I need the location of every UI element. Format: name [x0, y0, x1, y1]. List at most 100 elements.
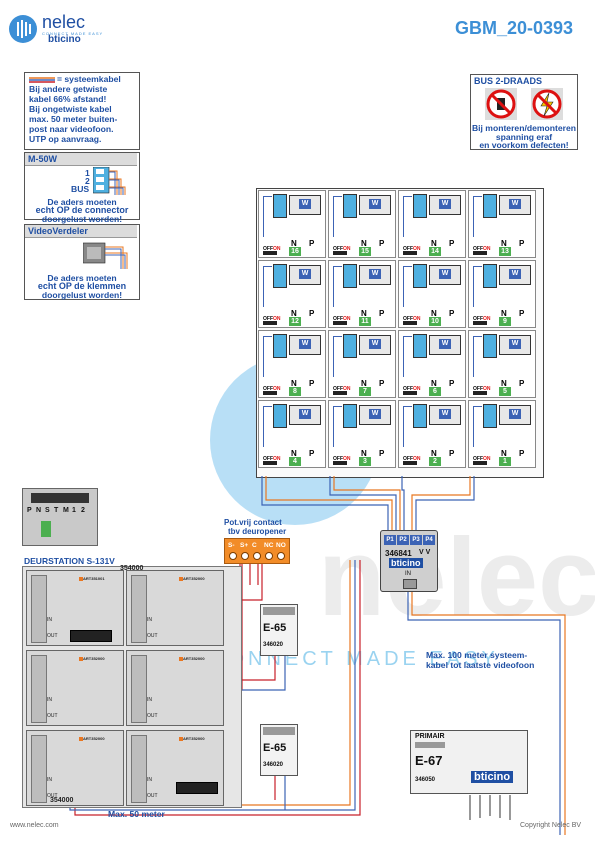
monitor-cell: W N P OFF ON 6 — [398, 330, 466, 398]
distributor-in-terminal — [403, 579, 417, 589]
module-in-label: IN — [47, 777, 52, 783]
monitor-on-label: ON — [273, 386, 281, 392]
monitor-connector — [483, 404, 497, 428]
monitor-n-label: N — [431, 239, 437, 248]
m50w-note-3: doorgelust worden! — [41, 214, 123, 224]
nelec-logo-icon — [9, 15, 37, 43]
module-in-label: IN — [47, 617, 52, 623]
primary-psu-input — [415, 742, 445, 748]
monitor-w-label: W — [439, 409, 451, 419]
contact-screw — [277, 552, 285, 560]
monitor-p-label: P — [379, 309, 385, 318]
warning-icons — [485, 88, 563, 120]
monitor-off-label: OFF — [473, 456, 483, 462]
monitor-screen: W — [499, 265, 531, 285]
monitor-wire — [263, 406, 272, 447]
monitor-id: 2 — [429, 457, 441, 466]
monitor-wire — [473, 336, 482, 377]
module-rail — [31, 655, 47, 723]
m50w-title: M-50W — [25, 153, 137, 166]
monitor-wire — [333, 406, 342, 447]
primary-psu: PRIMAIR E-67 346050 bticino — [410, 730, 528, 794]
partner-logo: bticino — [48, 34, 81, 45]
monitor-wire — [263, 336, 272, 377]
module-code: ART351001 — [83, 576, 105, 581]
module-code: ART352000 — [83, 736, 105, 741]
monitor-wire — [403, 406, 412, 447]
monitor-w-label: W — [369, 199, 381, 209]
module-rail — [31, 575, 47, 643]
distributor-port: P4 — [423, 535, 435, 545]
monitor-w-label: W — [369, 339, 381, 349]
monitor-w-label: W — [299, 409, 311, 419]
legend-line-2: kabel 66% afstand! — [29, 94, 107, 104]
max50-note: Max. 50 meter — [108, 809, 165, 819]
footer-website: www.nelec.com — [10, 822, 59, 829]
monitor-p-label: P — [449, 309, 455, 318]
m50w-box: M-50W 1 2 BUS De aders moeten echt OP de… — [24, 152, 140, 224]
monitor-cell: W N P OFF ON 2 — [398, 400, 466, 468]
monitor-off-label: OFF — [263, 316, 273, 322]
monitor-id: 8 — [289, 387, 301, 396]
door-station-title: DEURSTATION S-131V — [24, 556, 115, 566]
monitor-w-label: W — [299, 199, 311, 209]
monitor-off-label: OFF — [403, 386, 413, 392]
monitor-connector — [343, 264, 357, 288]
module-code: ART352000 — [183, 736, 205, 741]
monitor-on-label: ON — [343, 456, 351, 462]
m50w-terminal-1: 1 — [85, 168, 90, 178]
videoverdeler-note-2: echt OP de klemmen — [37, 281, 127, 291]
door-module: ART352000 IN OUT — [126, 730, 224, 806]
videoverdeler-box: VideoVerdeler De aders moeten echt OP de… — [24, 224, 140, 300]
door-module: ART352000 IN OUT — [26, 730, 124, 806]
monitor-connector — [343, 194, 357, 218]
monitor-connector — [273, 264, 287, 288]
door-terminal-label: 1 — [72, 507, 76, 514]
brand-name: nelec — [42, 12, 86, 32]
legend-box: = systeemkabel Bij andere getwiste kabel… — [24, 72, 140, 150]
monitor-id: 10 — [429, 317, 441, 326]
monitor-on-label: ON — [413, 456, 421, 462]
door-terminal-active — [41, 521, 51, 537]
door-terminal-label: T — [54, 507, 59, 514]
monitor-off-label: OFF — [473, 246, 483, 252]
monitor-id: 6 — [429, 387, 441, 396]
monitor-connector — [343, 334, 357, 358]
monitor-cell: W N P OFF ON 11 — [328, 260, 396, 328]
monitor-wire — [473, 406, 482, 447]
monitor-cell: W N P OFF ON 15 — [328, 190, 396, 258]
module-led — [79, 577, 83, 581]
module-code: ART352000 — [183, 656, 205, 661]
monitor-wire — [403, 336, 412, 377]
monitor-off-label: OFF — [333, 246, 343, 252]
monitor-off-label: OFF — [263, 386, 273, 392]
monitor-switch — [333, 461, 347, 465]
primary-psu-brand: bticino — [471, 771, 514, 783]
monitor-wire — [473, 196, 482, 237]
monitor-screen: W — [359, 195, 391, 215]
keypad-strip — [70, 630, 112, 642]
monitor-switch — [333, 251, 347, 255]
monitor-connector — [413, 194, 427, 218]
module-rail — [131, 655, 147, 723]
monitor-on-label: ON — [413, 386, 421, 392]
monitor-cell: W N P OFF ON 8 — [258, 330, 326, 398]
door-module: ART352000 IN OUT — [126, 570, 224, 646]
monitor-n-label: N — [431, 449, 437, 458]
contact-terminal-label: C — [252, 542, 257, 549]
monitor-id: 11 — [359, 317, 371, 326]
monitor-id: 14 — [429, 247, 441, 256]
door-terminal-label: N — [36, 507, 42, 514]
monitor-connector — [273, 404, 287, 428]
monitor-on-label: ON — [483, 456, 491, 462]
monitor-off-label: OFF — [333, 456, 343, 462]
monitor-off-label: OFF — [403, 316, 413, 322]
distributor-in: IN — [405, 571, 411, 577]
monitor-switch — [403, 251, 417, 255]
monitor-n-label: N — [501, 379, 507, 388]
distributor-code: 346841 — [385, 549, 412, 558]
monitor-n-label: N — [361, 379, 367, 388]
monitor-on-label: ON — [483, 316, 491, 322]
monitor-off-label: OFF — [473, 316, 483, 322]
monitor-p-label: P — [379, 449, 385, 458]
